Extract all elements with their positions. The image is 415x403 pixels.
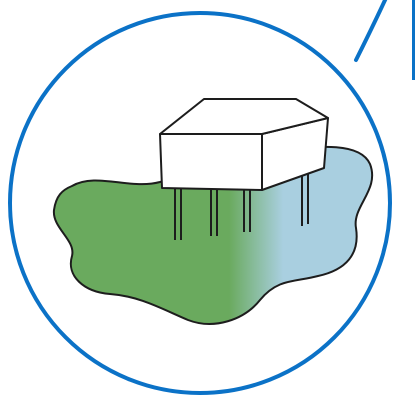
callout-tail-icon — [356, 0, 386, 60]
